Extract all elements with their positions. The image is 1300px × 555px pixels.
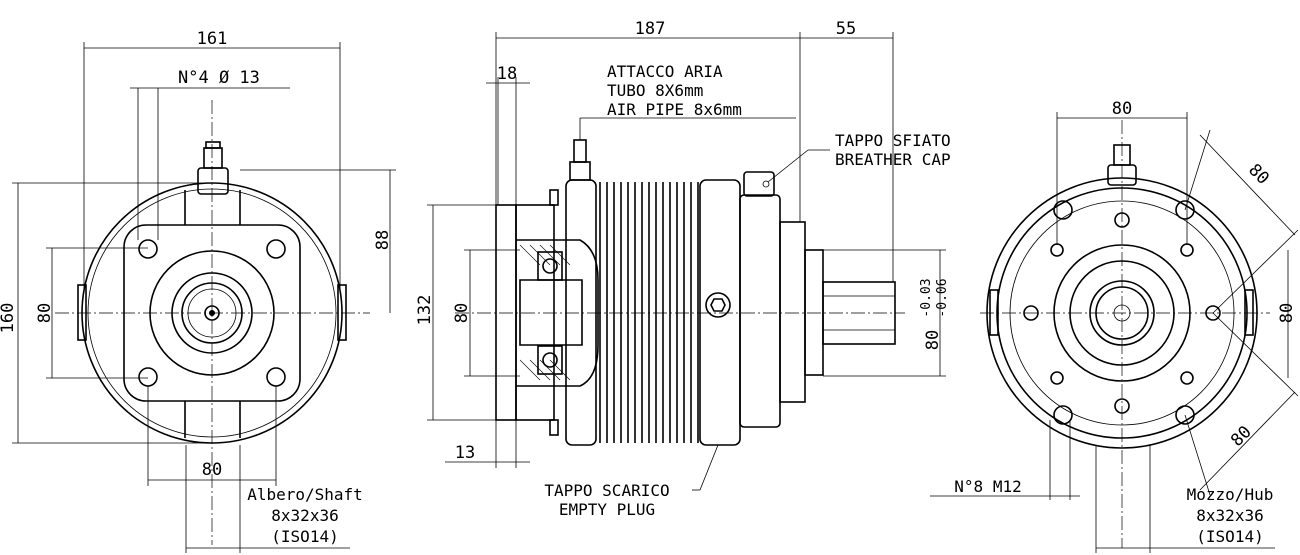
hub-label-3: (ISO14) [1196,527,1263,546]
air-label-1: ATTACCO ARIA [607,62,723,81]
dim-height-label: 160 [0,303,18,334]
air-label-3: AIR PIPE 8x6mm [607,100,742,119]
dim-width-label: 161 [197,29,228,49]
drain-label-2: EMPTY PLUG [559,500,655,519]
dim-inner-left-label: 80 [35,303,55,323]
holes-label: N°8 M12 [954,477,1021,496]
dim-tol-upper: -0.03 [919,278,934,317]
dim-right-label: 88 [373,230,393,250]
shaft-label-2: 8x32x36 [271,506,338,525]
air-label-2: TUBO 8X6mm [607,81,703,100]
dim-flange-thick-label: 13 [455,443,475,463]
right-dim-diag-bottom-label: 80 [1227,422,1256,451]
shaft-label-3: (ISO14) [271,527,338,546]
right-front-view: 80 80 80 80 N°8 M12 Mozzo/Hub 8x32x36 (I… [930,99,1299,553]
shaft-label-1: Albero/Shaft [247,485,363,504]
dim-tol-lower: -0.06 [935,278,950,317]
side-section-view: 187 55 18 13 132 80 80 -0.03 -0.06 ATTAC… [415,19,951,519]
right-dim-diag-top-label: 80 [1244,160,1273,189]
dim-length-label: 187 [635,19,666,39]
breather-label-1: TAPPO SFIATO [835,131,951,150]
dim-shaft-label: 55 [836,19,856,39]
hub-label-1: Mozzo/Hub [1187,485,1274,504]
right-dim-right-label: 80 [1277,303,1297,323]
hub-label-2: 8x32x36 [1196,506,1263,525]
breather-label-2: BREATHER CAP [835,150,951,169]
dim-bore-label: 80 [452,303,472,323]
dim-132-label: 132 [415,295,435,326]
dim-holes-label: N°4 Ø 13 [178,68,260,88]
drain-label-1: TAPPO SCARICO [544,481,669,500]
dim-flange-label: 18 [497,64,517,84]
dim-bottom-label: 80 [202,460,222,480]
dim-tol-base: 80 [923,330,943,350]
right-dim-top-label: 80 [1112,99,1132,119]
left-front-view: 161 N°4 Ø 13 160 80 88 80 Albero/Shaft 8 [0,29,396,553]
cooling-fins [599,182,699,443]
